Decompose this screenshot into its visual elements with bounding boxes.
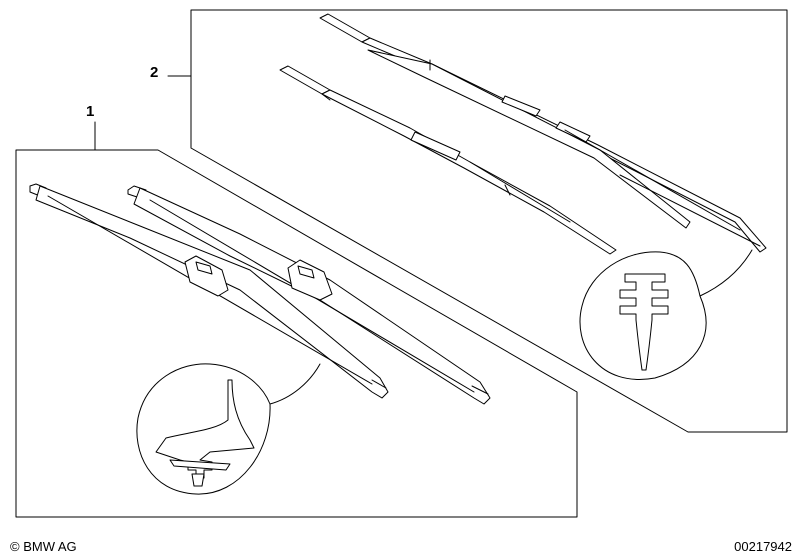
conventional-wiper-blade-upper — [319, 13, 767, 253]
callout-number-1: 1 — [86, 103, 95, 120]
rubber-profile-2 — [619, 273, 669, 371]
detail-bubble-2 — [579, 249, 753, 380]
rubber-profile-1 — [155, 379, 255, 479]
frame-part-1 — [15, 149, 578, 518]
drawing-number: 00217942 — [734, 539, 792, 554]
flat-wiper-blade-left — [29, 183, 389, 399]
copyright-notice: © BMW AG — [10, 539, 77, 554]
callout-number-2: 2 — [150, 64, 159, 81]
detail-bubble-1 — [136, 363, 321, 495]
conventional-wiper-blade-lower — [279, 65, 617, 255]
flat-wiper-blade-right — [127, 185, 491, 405]
frame-part-2 — [190, 9, 788, 433]
